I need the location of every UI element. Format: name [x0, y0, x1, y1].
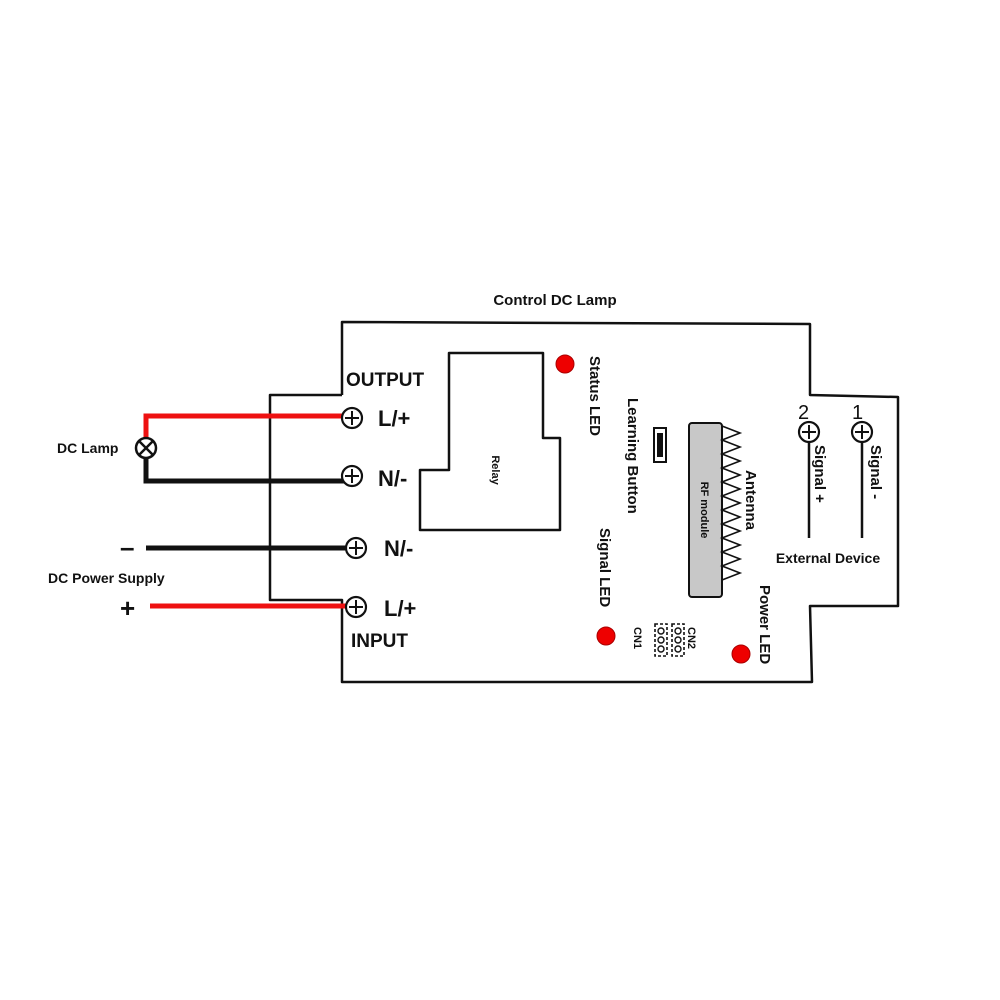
power-led-icon	[731, 644, 751, 664]
signal-minus-label: Signal -	[867, 445, 884, 499]
cn2-jumper-icon	[671, 623, 685, 657]
power-led-label: Power LED	[756, 585, 773, 664]
terminal-output-l-icon	[340, 406, 364, 430]
external-terminal-2-icon	[797, 420, 821, 444]
relay-label: Relay	[489, 455, 501, 485]
lamp-negative-wire	[143, 458, 352, 484]
signal-led-icon	[596, 626, 616, 646]
dc-lamp-symbol	[134, 436, 158, 460]
antenna-label: Antenna	[742, 470, 759, 531]
rf-module-label: RF module	[698, 482, 710, 539]
supply-plus-sign: +	[120, 593, 135, 623]
learning-button-label: Learning Button	[624, 398, 641, 514]
status-led-label: Status LED	[586, 356, 603, 436]
wires	[143, 413, 352, 609]
external-terminal-2-number: 2	[798, 402, 809, 424]
dc-power-supply-label: DC Power Supply	[48, 570, 165, 586]
supply-minus-sign: –	[120, 532, 134, 562]
signal-led-label: Signal LED	[596, 528, 613, 607]
terminal-output-n-icon	[340, 464, 364, 488]
input-label: INPUT	[351, 631, 408, 652]
controller-board-outline	[268, 320, 900, 684]
cn1-jumper-icon	[654, 623, 668, 657]
signal-plus-label: Signal +	[811, 445, 828, 503]
antenna-icon	[719, 425, 743, 581]
diagram-title: Control DC Lamp	[493, 292, 616, 309]
terminal-input-n-label: N/-	[384, 536, 413, 561]
lamp-positive-wire	[143, 413, 352, 438]
external-device-label: External Device	[776, 550, 880, 566]
terminal-output-l-label: L/+	[378, 406, 410, 431]
external-terminal-1-icon	[850, 420, 874, 444]
cn1-label: CN1	[631, 627, 643, 649]
status-led-icon	[555, 354, 575, 374]
learning-button-icon	[653, 427, 667, 463]
terminal-output-n-label: N/-	[378, 466, 407, 491]
cn2-label: CN2	[685, 627, 697, 649]
external-terminal-1-number: 1	[852, 402, 863, 424]
dc-lamp-label: DC Lamp	[57, 440, 118, 456]
output-label: OUTPUT	[346, 370, 425, 391]
terminal-input-l-label: L/+	[384, 596, 416, 621]
terminal-input-n-icon	[344, 536, 368, 560]
terminal-input-l-icon	[344, 595, 368, 619]
relay-block	[418, 351, 562, 532]
